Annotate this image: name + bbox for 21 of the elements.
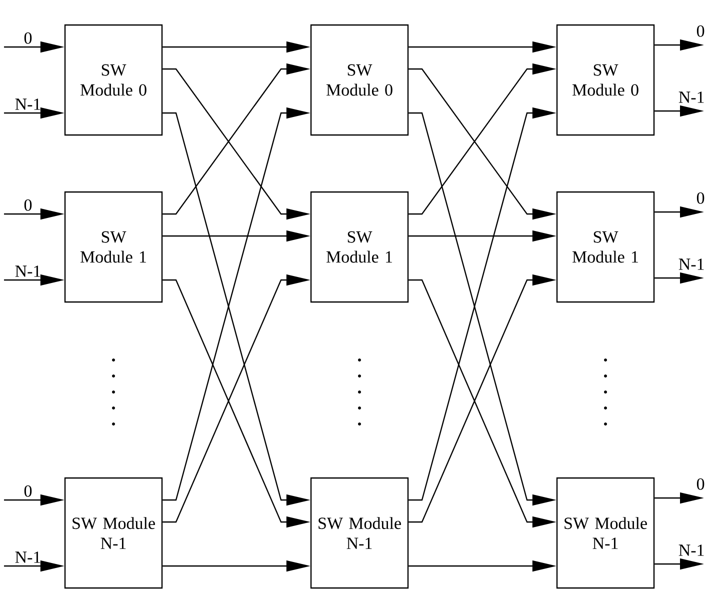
edge-label: N-1 xyxy=(678,258,704,270)
edge-label: 0 xyxy=(24,32,32,44)
module-box: SW Module N-1 xyxy=(556,477,655,589)
module-box: SW Module N-1 xyxy=(64,477,163,589)
edge-label: N-1 xyxy=(15,552,40,563)
edge-label: N-1 xyxy=(678,92,704,103)
edge-label: N-1 xyxy=(15,266,40,277)
module-box: SW Module 0 xyxy=(556,24,655,136)
module-box: SW Module 1 xyxy=(310,191,409,303)
edge-label: 0 xyxy=(24,199,32,211)
edge-label: N-1 xyxy=(15,98,40,110)
edge-label: 0 xyxy=(696,25,704,37)
module-box: SW Module 0 xyxy=(64,24,163,136)
edge-label: 0 xyxy=(24,485,32,497)
edge-label: 0 xyxy=(696,478,704,490)
module-box: SW Module 1 xyxy=(556,191,655,303)
module-box: SW Module 1 xyxy=(64,191,163,303)
edge-label: 0 xyxy=(696,192,704,204)
module-box: SW Module N-1 xyxy=(310,477,409,589)
module-box: SW Module 0 xyxy=(310,24,409,136)
edge-label: N-1 xyxy=(678,544,704,556)
